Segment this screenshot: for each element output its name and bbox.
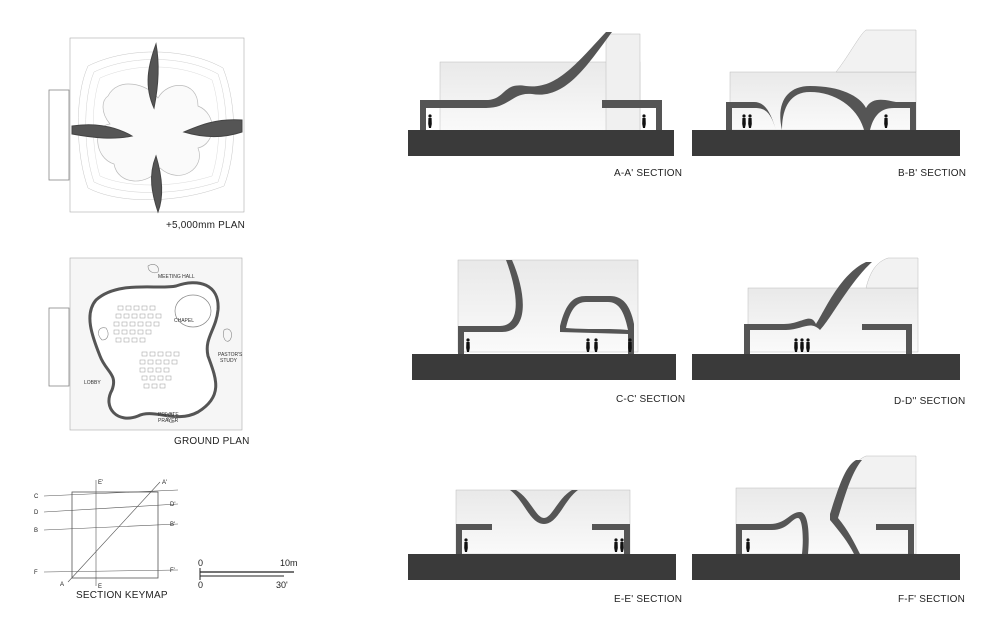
section-cc-title: C-C' SECTION [616, 394, 686, 405]
section-ff [690, 452, 962, 584]
section-dd-drawing [692, 257, 960, 380]
keymap-label-b: B [34, 528, 38, 534]
section-ff-title: F-F' SECTION [898, 594, 966, 605]
keymap-title: SECTION KEYMAP [76, 590, 168, 601]
keymap-label-d: D [34, 510, 39, 516]
label-meeting-hall: MEETING HALL [158, 274, 195, 280]
upper-plan-drawing [48, 37, 245, 214]
scale-bar-drawing: 0 10m 0 30' [198, 558, 298, 590]
label-chapel: CHAPEL [174, 318, 194, 324]
section-aa-drawing [408, 32, 674, 156]
section-cc-drawing [412, 259, 676, 380]
section-ff-drawing [692, 455, 960, 580]
section-ee [406, 484, 678, 584]
upper-plan [48, 36, 248, 218]
scale-metric-end: 10m [280, 558, 298, 568]
section-keymap: C D B F A A' D' B' F' E' E [30, 476, 180, 591]
section-dd [690, 252, 962, 384]
scale-bar: 0 10m 0 30' [196, 554, 306, 596]
section-ee-drawing [408, 489, 676, 580]
section-dd-title: D-D'' SECTION [894, 396, 966, 407]
ground-plan-title: GROUND PLAN [174, 436, 250, 447]
keymap-label-f-prime: F' [170, 568, 175, 574]
scale-imperial-end: 30' [276, 580, 288, 590]
label-pastors-study-2: STUDY [220, 358, 238, 364]
section-bb-title: B-B' SECTION [898, 168, 967, 179]
label-pastors-study-1: PASTOR'S [218, 352, 243, 358]
keymap-label-d-prime: D' [170, 502, 175, 508]
label-lobby: LOBBY [84, 380, 101, 386]
section-aa [406, 24, 676, 160]
keymap-drawing: C D B F A A' D' B' F' E' E [34, 480, 179, 590]
section-cc [410, 252, 678, 384]
section-bb [690, 24, 962, 160]
keymap-label-b-prime: B' [170, 522, 175, 528]
section-ee-title: E-E' SECTION [614, 594, 683, 605]
keymap-label-a: A [60, 582, 64, 588]
scale-zero-top: 0 [198, 558, 203, 568]
ground-plan-drawing: MEETING HALL CHAPEL PASTOR'S STUDY LOBBY… [48, 257, 243, 431]
scale-zero-bottom: 0 [198, 580, 203, 590]
keymap-label-e-prime: E' [98, 480, 103, 486]
label-private-prayer-1: PRIVATE [158, 412, 179, 418]
ground-plan: MEETING HALL CHAPEL PASTOR'S STUDY LOBBY… [48, 256, 248, 432]
section-aa-title: A-A' SECTION [614, 168, 683, 179]
section-bb-drawing [692, 29, 960, 156]
keymap-label-c: C [34, 494, 39, 500]
keymap-label-a-prime: A' [162, 480, 167, 486]
keymap-label-f: F [34, 570, 38, 576]
label-private-prayer-2: PRAYER [158, 418, 179, 424]
upper-plan-title: +5,000mm PLAN [166, 220, 246, 231]
keymap-label-e: E [98, 584, 102, 590]
